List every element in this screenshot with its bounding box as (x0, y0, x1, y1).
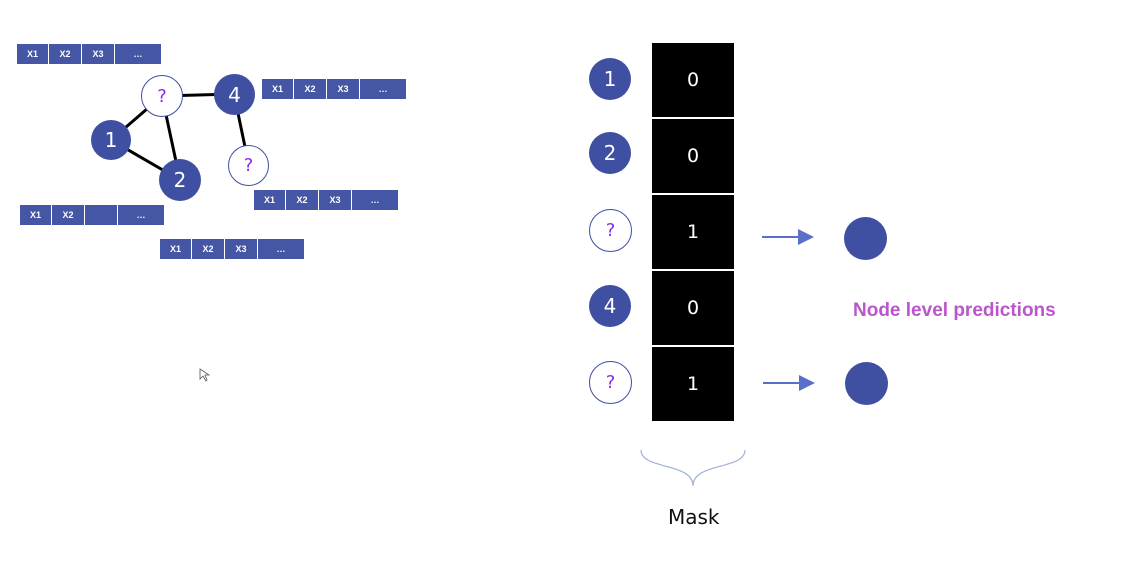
graph-node-1: 1 (91, 120, 131, 160)
mask-row-node-unknown: ? (589, 209, 632, 252)
mask-cell: 0 (652, 43, 734, 117)
graph-node-unknown-right: ? (228, 145, 269, 186)
graph-node-unknown-top: ? (141, 75, 183, 117)
prediction-node-1 (844, 217, 887, 260)
feature-cell-empty (85, 205, 117, 225)
feature-cell: X3 (319, 190, 351, 210)
mask-label: Mask (668, 505, 720, 529)
mask-row-node-unknown: ? (589, 361, 632, 404)
feature-vector-node1: X1 X2 … (20, 205, 164, 225)
feature-cell: … (258, 239, 304, 259)
feature-cell: X1 (17, 44, 48, 64)
feature-cell: X2 (294, 79, 326, 99)
feature-cell: X2 (286, 190, 318, 210)
graph-node-4: 4 (214, 74, 255, 115)
mask-cell: 1 (652, 347, 734, 421)
mask-cell: 0 (652, 271, 734, 345)
feature-vector-node4: X1 X2 X3 … (262, 79, 406, 99)
graph-node-2: 2 (159, 159, 201, 201)
mask-row-node-4: 4 (589, 285, 631, 327)
feature-cell: X3 (225, 239, 257, 259)
feature-cell: X3 (82, 44, 114, 64)
feature-cell: X1 (160, 239, 191, 259)
feature-cell: … (115, 44, 161, 64)
feature-cell: … (118, 205, 164, 225)
mask-cell: 1 (652, 195, 734, 269)
mask-cell: 0 (652, 119, 734, 193)
feature-vector-node2: X1 X2 X3 … (160, 239, 304, 259)
feature-vector-top-left: X1 X2 X3 … (17, 44, 161, 64)
mouse-cursor (199, 368, 211, 382)
feature-cell: X3 (327, 79, 359, 99)
feature-cell: X1 (262, 79, 293, 99)
feature-cell: X1 (254, 190, 285, 210)
feature-cell: X2 (52, 205, 84, 225)
feature-cell: X1 (20, 205, 51, 225)
mask-row-node-1: 1 (589, 58, 631, 100)
mask-brace (640, 449, 746, 487)
prediction-node-2 (845, 362, 888, 405)
feature-vector-unknown-right: X1 X2 X3 … (254, 190, 398, 210)
feature-cell: … (360, 79, 406, 99)
feature-cell: X2 (49, 44, 81, 64)
mask-row-node-2: 2 (589, 132, 631, 174)
feature-cell: … (352, 190, 398, 210)
predictions-label: Node level predictions (853, 300, 1056, 321)
feature-cell: X2 (192, 239, 224, 259)
